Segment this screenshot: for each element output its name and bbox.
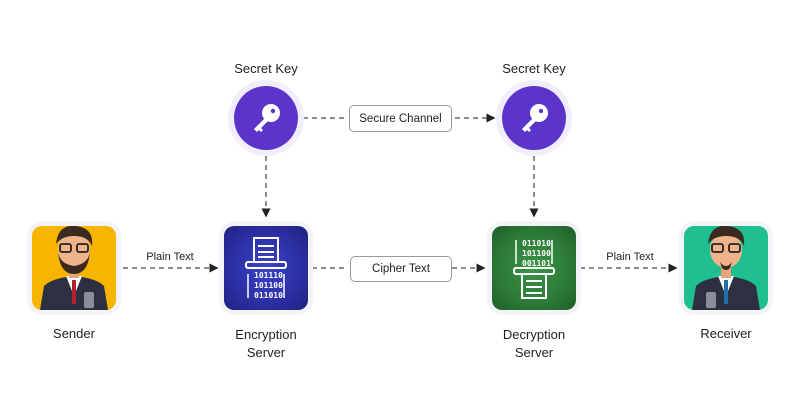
svg-text:001101: 001101 <box>522 259 551 268</box>
key-icon <box>522 104 548 132</box>
sender-label: Sender <box>53 326 95 341</box>
cipher-text-box: Cipher Text <box>350 256 452 282</box>
svg-text:101100: 101100 <box>254 281 283 290</box>
key-icon <box>254 104 280 132</box>
encryption-label-line2: Server <box>246 345 286 360</box>
secret-key-left <box>234 86 298 150</box>
svg-text:011010: 011010 <box>522 239 551 248</box>
svg-text:101100: 101100 <box>522 249 551 258</box>
secret-key-right-label: Secret Key <box>502 61 566 76</box>
receiver-avatar <box>684 226 768 310</box>
decryption-server-label: Decryption Server <box>484 326 584 362</box>
secret-key-left-label: Secret Key <box>234 61 298 76</box>
person-icon <box>692 226 760 310</box>
secret-key-right <box>502 86 566 150</box>
secure-channel-box: Secure Channel <box>349 105 452 132</box>
encryption-label-line1: Encryption <box>235 327 297 342</box>
decryption-icon: 011010 101100 001101 <box>513 239 555 299</box>
svg-text:101110: 101110 <box>254 271 283 280</box>
encryption-server: 101110 101100 011010 <box>224 226 308 310</box>
decryption-label-line1: Decryption <box>502 327 566 342</box>
decryption-label-line2: Server <box>514 345 554 360</box>
plain-text-left-label: Plain Text <box>146 251 194 263</box>
receiver-label: Receiver <box>700 326 752 341</box>
svg-text:011010: 011010 <box>254 291 283 300</box>
plain-text-right-label: Plain Text <box>606 251 654 263</box>
sender-avatar <box>32 226 116 310</box>
person-icon <box>40 226 108 310</box>
decryption-server: 011010 101100 001101 <box>492 226 576 310</box>
encryption-server-label: Encryption Server <box>216 326 316 362</box>
encryption-icon: 101110 101100 011010 <box>245 237 287 300</box>
